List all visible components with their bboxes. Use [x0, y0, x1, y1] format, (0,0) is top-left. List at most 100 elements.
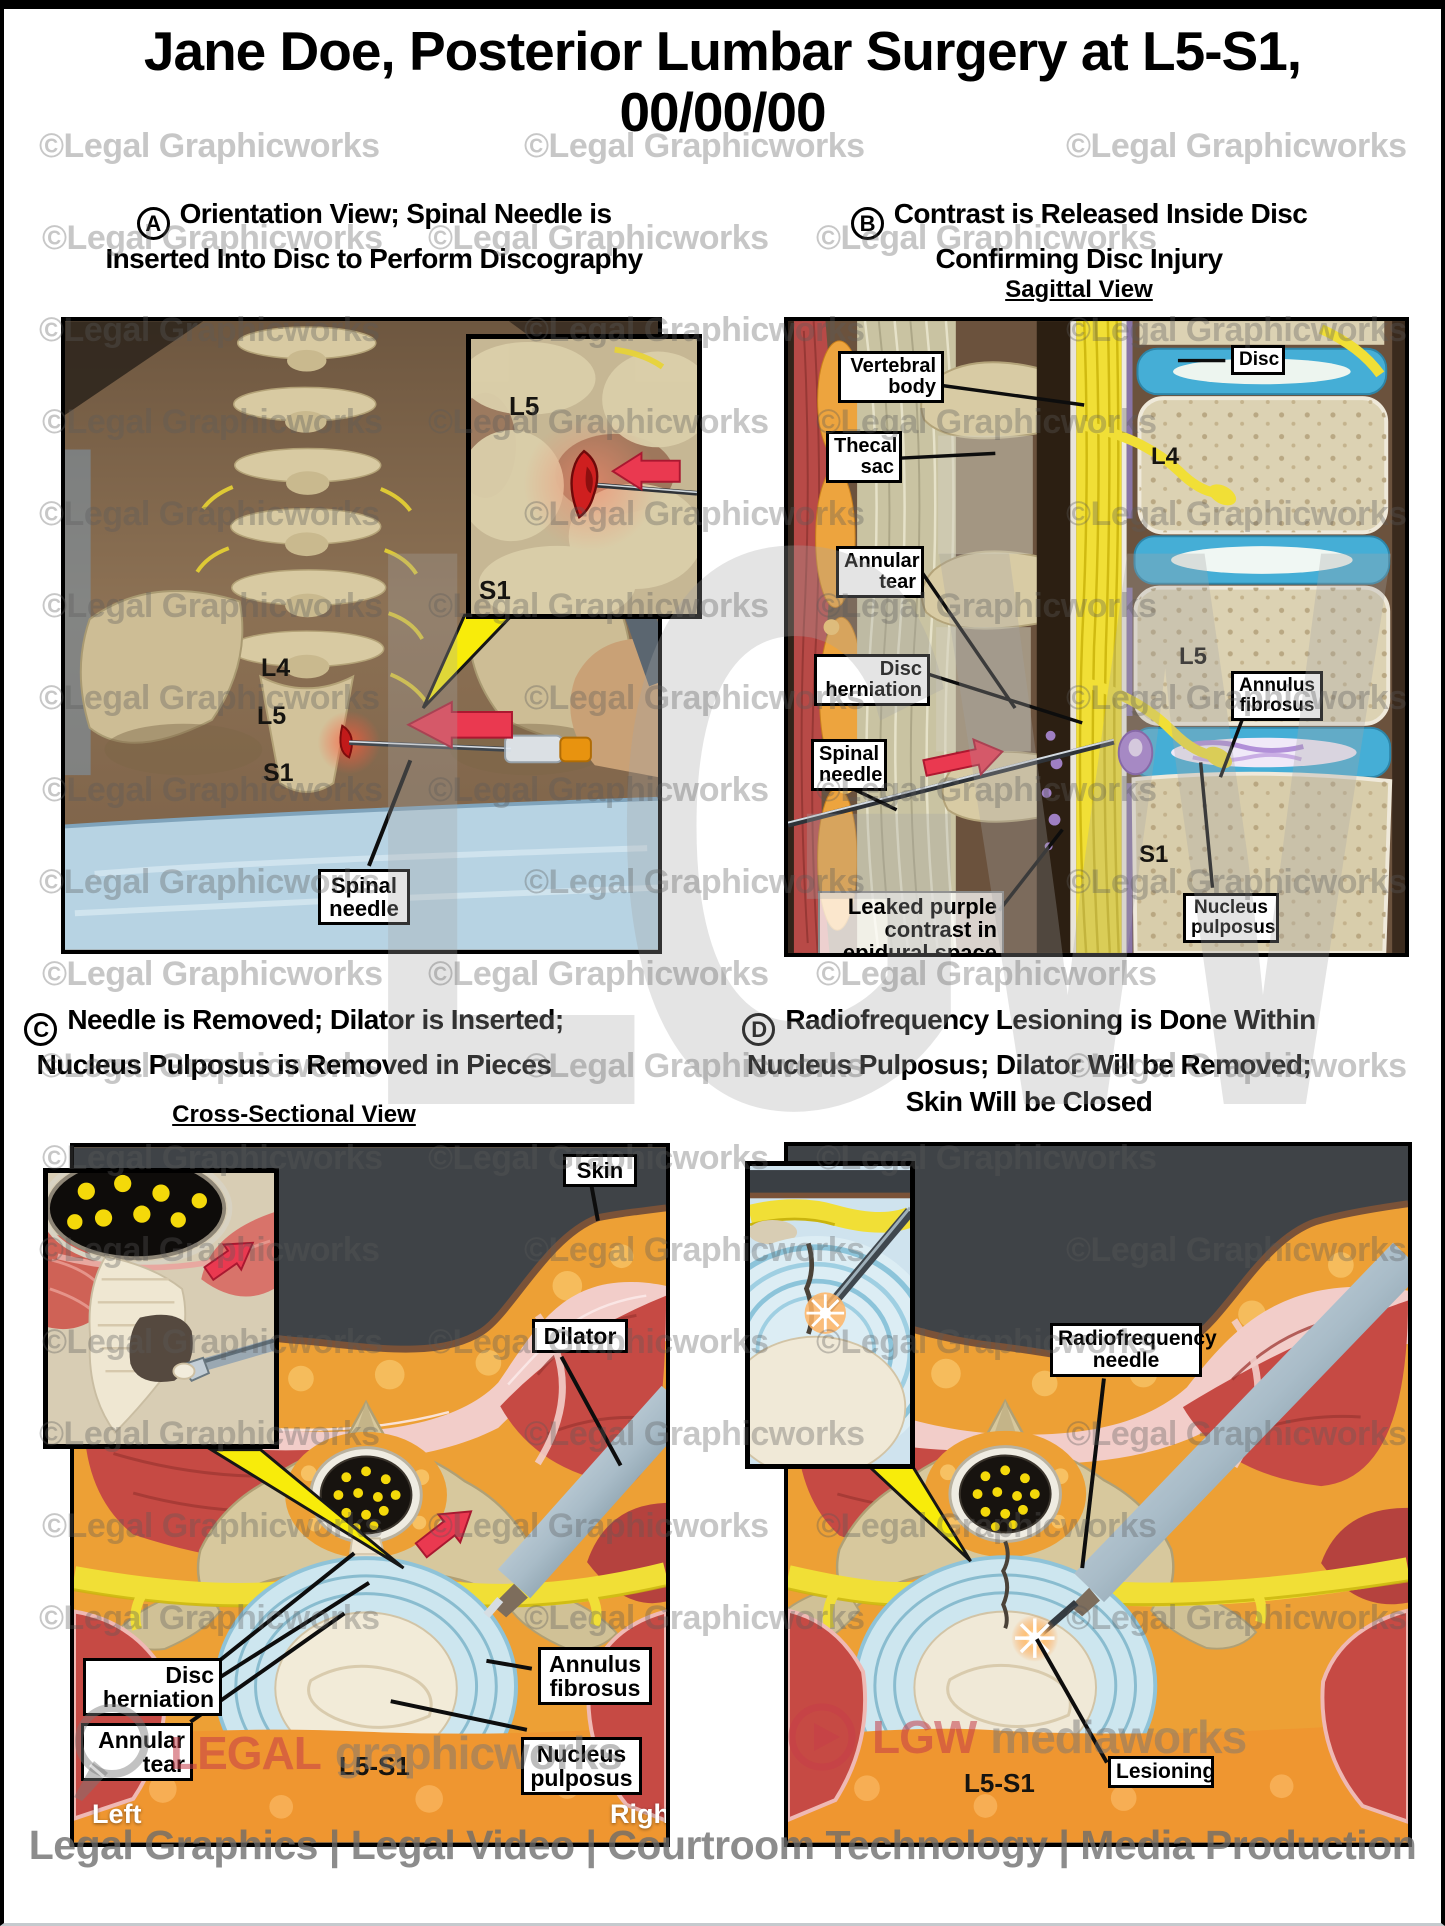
- direction-arrow-icon: [610, 451, 681, 492]
- watermark-text: ©Legal Graphicworks: [428, 955, 769, 993]
- annulus-crack: [1000, 1540, 1010, 1630]
- panel-c-subtitle: Cross-Sectional View: [172, 1101, 416, 1128]
- callout-annulus-fibrosus: Annulus fibrosus: [1231, 671, 1323, 721]
- needle-hub-cap: [559, 736, 592, 763]
- leader-lines: [1035, 1378, 1109, 1764]
- panel-d-heading: D Radiofrequency Lesioning is Done Within…: [709, 1001, 1349, 1120]
- page-title: Jane Doe, Posterior Lumbar Surgery at L5…: [4, 21, 1441, 142]
- panel-c-inset-closeup: [43, 1168, 279, 1449]
- callout-lesioning: Lesioning: [1108, 1756, 1215, 1789]
- callout-disc-herniation: Disc herniation: [83, 1658, 222, 1717]
- radiofrequency-instrument: [1011, 1242, 1408, 1662]
- callout-annular-tear: Annular tear: [81, 1723, 193, 1782]
- epidural-space: [1036, 321, 1071, 953]
- panel-c-heading-line2: Nucleus Pulposus is Removed in Pieces: [36, 1049, 552, 1080]
- panel-a-heading: A Orientation View; Spinal Needle is Inse…: [44, 195, 704, 277]
- callout-spinal-needle: Spinal needle: [811, 739, 887, 791]
- orientation-label-right: Right: [610, 1799, 670, 1829]
- grasper-instrument: [172, 1338, 274, 1382]
- footer-services-line: Legal Graphics | Legal Video | Courtroom…: [28, 1822, 1417, 1868]
- orientation-label-left: Left: [92, 1799, 142, 1829]
- vertebral-bodies: [1117, 321, 1393, 953]
- inset-vertebra-label-l5: L5: [509, 391, 540, 421]
- thecal-sac-cross-section: [948, 1445, 1062, 1543]
- panel-c-letter-badge: C: [24, 1013, 58, 1046]
- spinal-needle-instrument: [788, 738, 1115, 828]
- callout-disc-herniation: Disc herniation: [814, 654, 930, 706]
- callout-radiofrequency-needle: Radiofrequency needle: [1050, 1323, 1217, 1378]
- fascia-layer: [788, 1286, 1408, 1464]
- vertebra-label-l4: L4: [1151, 443, 1180, 470]
- spine-back-view: [79, 326, 633, 793]
- dilator-instrument: [483, 1385, 666, 1618]
- paraspinal-muscle: [793, 321, 833, 953]
- surgeon-hand: [570, 638, 658, 778]
- page-title-date: 00/00/00: [619, 80, 826, 143]
- callout-disc: Disc: [1231, 345, 1285, 375]
- panel-b-heading: B Contrast is Released Inside Disc Confir…: [762, 195, 1396, 277]
- vertebra-label-l5: L5: [257, 702, 287, 730]
- spinal-needle-instrument: [349, 734, 592, 764]
- panel-d-heading-line3: Skin Will be Closed: [905, 1086, 1153, 1117]
- annular-tear-site: [339, 724, 353, 759]
- vertebra-label-s1: S1: [1139, 841, 1169, 868]
- panel-d-inset-closeup: [745, 1161, 915, 1469]
- callout-nucleus-pulposus: Nucleus pulposus: [521, 1737, 642, 1796]
- inset-vertebra-label-s1: S1: [479, 575, 511, 605]
- level-label-l5-s1: L5-S1: [964, 1768, 1035, 1798]
- callout-thecal-sac: Thecal sac: [826, 431, 902, 483]
- panel-b-heading-line2: Confirming Disc Injury: [935, 243, 1223, 274]
- panel-c-inset-art: [48, 1173, 274, 1444]
- arm-edge: [65, 449, 91, 776]
- thecal-sac-cross-section: [309, 1446, 423, 1544]
- panel-a-inset-art: [471, 340, 697, 614]
- vertebra-label-s1: S1: [263, 759, 294, 787]
- callout-skin: Skin: [563, 1154, 637, 1188]
- annular-tear-closeup: [570, 449, 599, 520]
- panel-b-art: [788, 321, 1405, 953]
- panel-a-heading-line1: Orientation View; Spinal Needle is: [179, 198, 612, 229]
- panel-b-letter-badge: B: [850, 207, 884, 240]
- inset-pointer-triangle: [205, 1448, 405, 1570]
- panel-b-heading-line1: Contrast is Released Inside Disc: [893, 198, 1308, 229]
- callout-spinal-needle: Spinal needle: [318, 869, 410, 926]
- nerve-closeup: [750, 1199, 910, 1233]
- panel-d-heading-line1: Radiofrequency Lesioning is Done Within: [785, 1004, 1316, 1035]
- background-above-skin: [788, 1146, 1408, 1360]
- leader-line: [367, 759, 413, 867]
- panel-d-letter-badge: D: [742, 1013, 776, 1046]
- direction-arrow-icon: [406, 700, 513, 750]
- panel-d-heading-line2: Nucleus Pulposus; Dilator Will be Remove…: [746, 1049, 1312, 1080]
- watermark-row: ©Legal Graphicworks©Legal Graphicworks©L…: [4, 955, 1441, 999]
- leader-lines: [844, 358, 1244, 912]
- needle-tip: [578, 481, 697, 496]
- direction-arrow-icon: [414, 1510, 473, 1559]
- callout-leaked-contrast: Leaked purple contrast in epidural space: [818, 891, 1004, 953]
- panel-a-heading-line2: Inserted Into Disc to Perform Discograph…: [105, 243, 643, 274]
- watermark-text: ©Legal Graphicworks: [816, 955, 1157, 993]
- left-iliac-wing: [79, 590, 244, 744]
- callout-annulus-fibrosus: Annulus fibrosus: [538, 1647, 652, 1706]
- callout-dilator: Dilator: [532, 1319, 628, 1354]
- direction-arrow-icon: [922, 737, 1004, 777]
- vertebra-label-l5: L5: [1179, 643, 1208, 670]
- instrument-handle: [623, 602, 658, 687]
- direction-arrow-icon: [203, 1241, 255, 1282]
- rf-needle-closeup: [804, 1206, 910, 1334]
- callout-vertebral-body: Vertebral body: [838, 351, 944, 403]
- leader-lines: [189, 1182, 623, 1732]
- leaked-contrast-epidural: [1041, 730, 1063, 851]
- panel-a-inset-closeup: L5 S1: [466, 334, 702, 619]
- nucleus-closeup: [750, 1335, 907, 1464]
- panel-b-illustration: Vertebral body Thecal sac Annular tear D…: [784, 317, 1409, 957]
- panel-a-letter-badge: A: [136, 207, 170, 240]
- callout-annular-tear: Annular tear: [836, 546, 924, 598]
- panel-d-inset-art: [750, 1170, 910, 1464]
- callout-nucleus-pulposus: Nucleus pulposus: [1183, 893, 1279, 943]
- vertebra-label-l4: L4: [261, 654, 291, 682]
- level-label-l5-s1: L5-S1: [339, 1751, 410, 1781]
- panel-b-subtitle: Sagittal View: [1005, 276, 1153, 303]
- exiting-nerve-roots: [1082, 324, 1385, 761]
